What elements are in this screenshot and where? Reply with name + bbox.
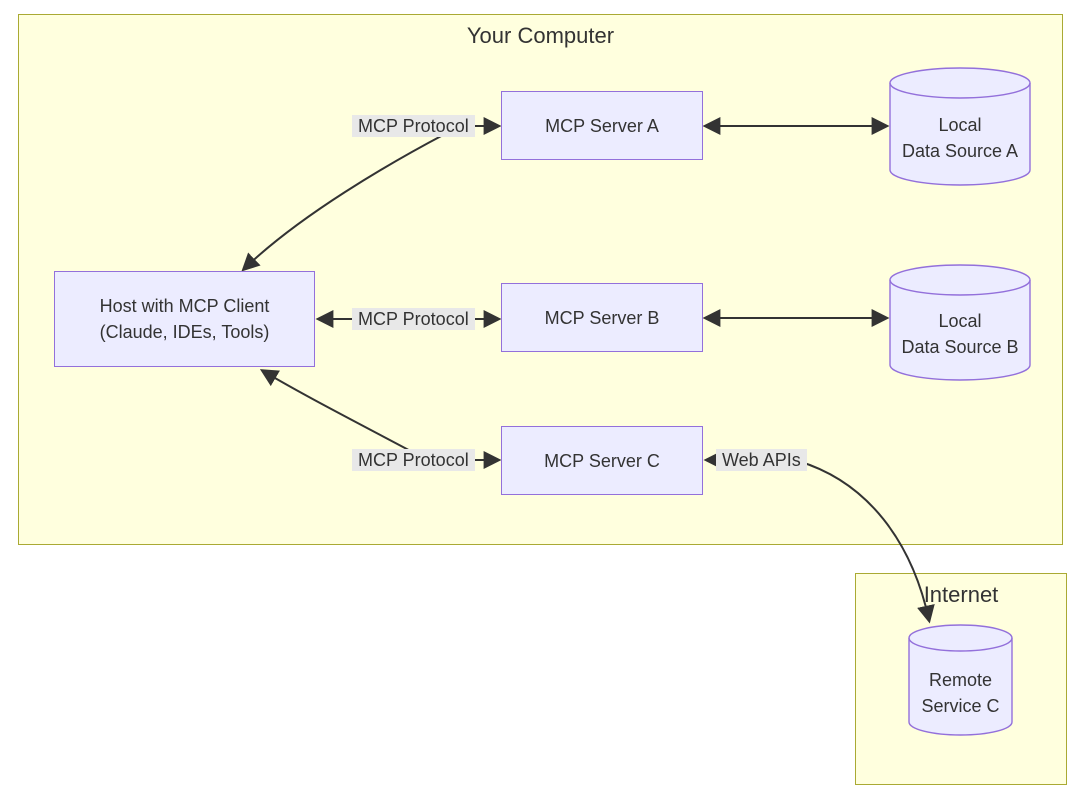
mcp-server-c-label: MCP Server C	[544, 450, 660, 471]
edge-host-server-c-curve	[259, 369, 421, 457]
internet-cluster-title: Internet	[923, 582, 999, 607]
mcp-server-b-node: MCP Server B	[501, 283, 703, 352]
host-label-line1: Host with MCP Client	[99, 296, 270, 316]
host-label-line2: (Claude, IDEs, Tools)	[99, 322, 270, 342]
edge-label-mcp-protocol-a: MCP Protocol	[352, 115, 475, 137]
mcp-server-a-node: MCP Server A	[501, 91, 703, 160]
local-data-source-b-cylinder	[889, 264, 1031, 381]
local-data-source-a-label: Local Data Source A	[890, 98, 1030, 178]
remote-service-c-label: Remote Service C	[909, 655, 1012, 731]
data-b-line1: Local	[938, 311, 982, 331]
host-node: Host with MCP Client (Claude, IDEs, Tool…	[54, 271, 315, 367]
local-data-source-b-label: Local Data Source B	[890, 294, 1030, 374]
edge-label-web-apis: Web APIs	[716, 449, 807, 471]
mcp-server-b-label: MCP Server B	[544, 307, 660, 328]
data-a-line1: Local	[938, 115, 982, 135]
local-data-source-a-cylinder	[889, 67, 1031, 186]
your-computer-cluster-title: Your Computer	[466, 23, 615, 48]
edge-host-server-a-curve	[241, 133, 446, 272]
mcp-server-a-label: MCP Server A	[545, 115, 659, 136]
remote-service-c-cylinder	[908, 624, 1013, 736]
data-b-line2: Data Source B	[901, 337, 1019, 357]
edge-label-mcp-protocol-b: MCP Protocol	[352, 308, 475, 330]
data-a-line2: Data Source A	[901, 141, 1019, 161]
mcp-server-c-node: MCP Server C	[501, 426, 703, 495]
remote-c-line1: Remote	[928, 670, 993, 690]
edge-webapis-to-remote-c-curve	[797, 460, 935, 624]
remote-c-line2: Service C	[921, 696, 1000, 716]
edge-label-mcp-protocol-c: MCP Protocol	[352, 449, 475, 471]
